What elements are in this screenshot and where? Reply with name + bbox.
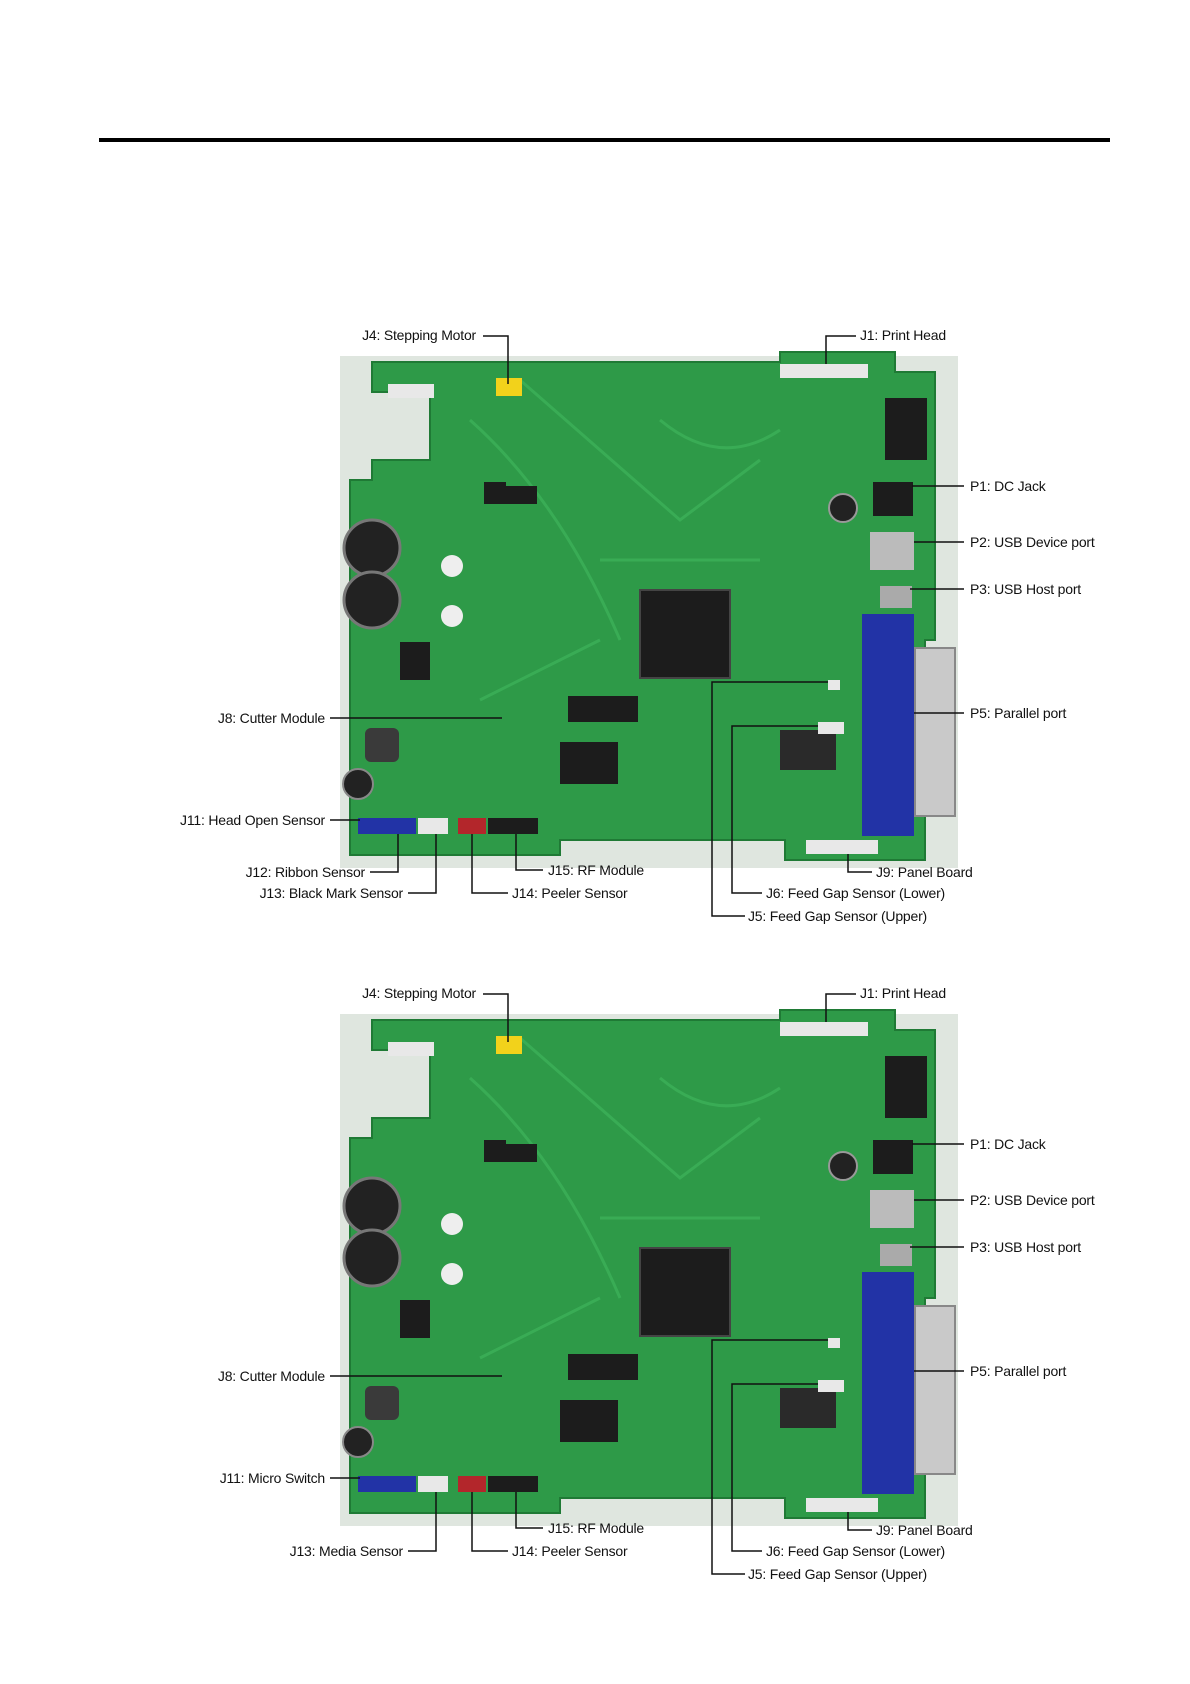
label-j8: J8: Cutter Module bbox=[217, 1368, 325, 1384]
label-p3: P3: USB Host port bbox=[970, 581, 1081, 597]
board-diagram-2: J4: Stepping Motor J1: Print Head P1: DC… bbox=[0, 658, 1190, 1684]
board-diagram-1: J4: Stepping Motor J1: Print Head P1: DC… bbox=[0, 0, 1190, 924]
label-j6: J6: Feed Gap Sensor (Lower) bbox=[766, 1543, 946, 1559]
label-p1: P1: DC Jack bbox=[970, 1136, 1046, 1152]
label-j9: J9: Panel Board bbox=[876, 1522, 973, 1538]
label-j5: J5: Feed Gap Sensor (Upper) bbox=[748, 908, 928, 924]
label-j5: J5: Feed Gap Sensor (Upper) bbox=[748, 1566, 928, 1582]
label-p3: P3: USB Host port bbox=[970, 1239, 1081, 1255]
label-j13: J13: Black Mark Sensor bbox=[259, 885, 404, 901]
label-j1: J1: Print Head bbox=[860, 985, 946, 1001]
label-j8: J8: Cutter Module bbox=[217, 710, 325, 726]
label-j4: J4: Stepping Motor bbox=[362, 327, 476, 343]
label-p1: P1: DC Jack bbox=[970, 478, 1046, 494]
label-j6: J6: Feed Gap Sensor (Lower) bbox=[766, 885, 946, 901]
label-p5: P5: Parallel port bbox=[970, 705, 1067, 721]
top-rule bbox=[99, 138, 1110, 142]
label-j15: J15: RF Module bbox=[548, 862, 645, 878]
label-j13: J13: Media Sensor bbox=[289, 1543, 404, 1559]
label-j9: J9: Panel Board bbox=[876, 864, 973, 880]
label-j11: J11: Head Open Sensor bbox=[180, 812, 325, 828]
label-j14: J14: Peeler Sensor bbox=[512, 1543, 628, 1559]
label-j4: J4: Stepping Motor bbox=[362, 985, 476, 1001]
label-j1: J1: Print Head bbox=[860, 327, 946, 343]
board-photo-2 bbox=[330, 993, 964, 1575]
label-p5: P5: Parallel port bbox=[970, 1363, 1067, 1379]
label-j15: J15: RF Module bbox=[548, 1520, 645, 1536]
label-p2: P2: USB Device port bbox=[970, 1192, 1095, 1208]
label-j14: J14: Peeler Sensor bbox=[512, 885, 628, 901]
board-photo-1 bbox=[330, 335, 964, 917]
label-p2: P2: USB Device port bbox=[970, 534, 1095, 550]
label-j11: J11: Micro Switch bbox=[219, 1470, 325, 1486]
label-j12: J12: Ribbon Sensor bbox=[245, 864, 366, 880]
